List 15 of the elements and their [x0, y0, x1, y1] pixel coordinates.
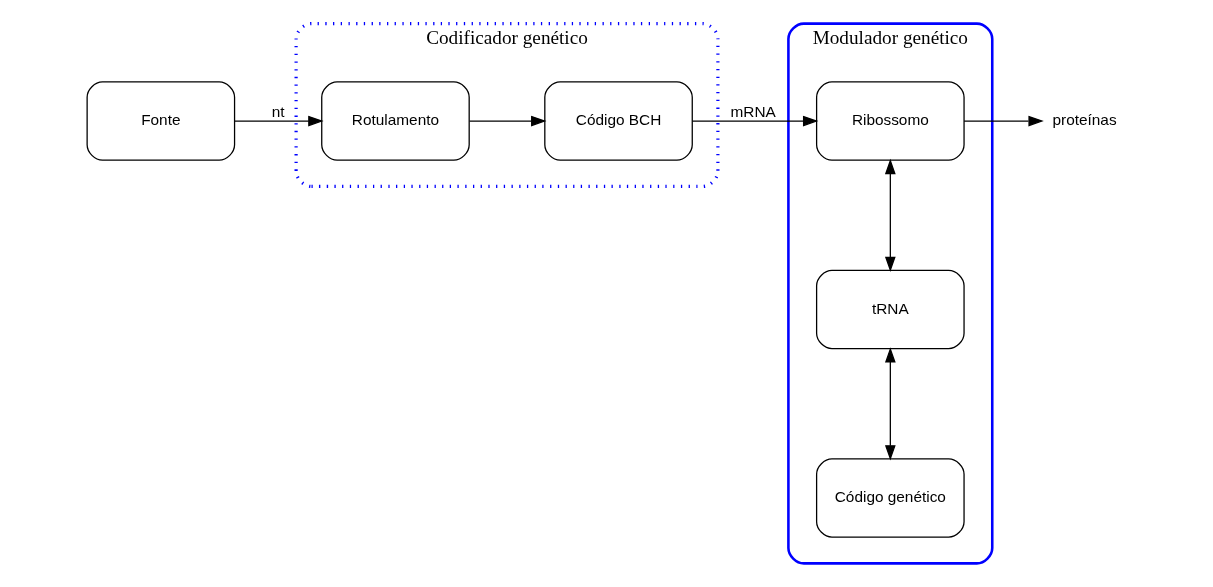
node-box: Rotulamento	[320, 81, 470, 161]
arrow	[884, 158, 896, 273]
edge-label: nt	[271, 102, 285, 120]
node-box: tRNA	[815, 269, 965, 350]
node-text: proteínas	[1052, 111, 1117, 129]
node-box: Ribossomo	[815, 81, 965, 161]
edge-label: mRNA	[730, 102, 776, 120]
node-box: Fonte	[86, 81, 235, 161]
node-box: Código BCH	[543, 81, 693, 161]
arrow	[233, 115, 324, 127]
arrow	[884, 347, 896, 461]
arrow	[691, 115, 818, 127]
arrow	[962, 115, 1044, 127]
arrow	[468, 115, 546, 127]
node-box: Código genético	[815, 458, 965, 538]
